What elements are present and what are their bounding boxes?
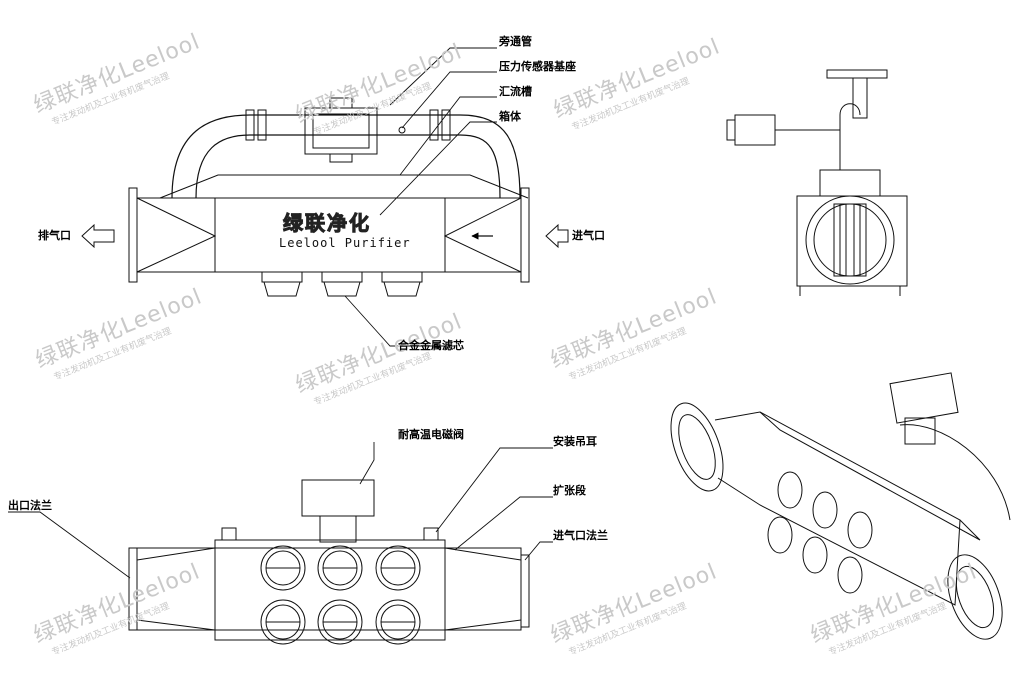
label-expansion-section: 扩张段	[553, 484, 586, 497]
isometric-view-drawing	[670, 372, 1011, 640]
label-pressure-sensor-base: 压力传感器基座	[499, 60, 576, 73]
label-bypass-pipe: 旁通管	[499, 35, 532, 48]
label-collector-groove: 汇流槽	[499, 85, 532, 98]
front-view-drawing	[81, 97, 569, 297]
label-alloy-filter: 合金金属滤芯	[398, 339, 464, 352]
side-view-drawing	[726, 69, 908, 296]
front-view-leaders	[344, 47, 497, 347]
brand-chinese: 绿联净化	[283, 211, 371, 236]
label-solenoid-valve: 耐高温电磁阀	[398, 428, 464, 441]
label-inlet-flange: 进气口法兰	[553, 529, 608, 542]
brand-english: Leelool Purifier	[279, 236, 411, 250]
label-outlet-flange: 出口法兰	[8, 499, 52, 512]
bottom-view-drawing	[128, 479, 530, 645]
bottom-view-leaders	[8, 442, 553, 579]
label-intake-inlet: 进气口	[572, 229, 605, 242]
label-box-body: 箱体	[499, 110, 521, 123]
label-exhaust-outlet: 排气口	[38, 229, 71, 242]
label-lifting-lug: 安装吊耳	[553, 435, 597, 448]
